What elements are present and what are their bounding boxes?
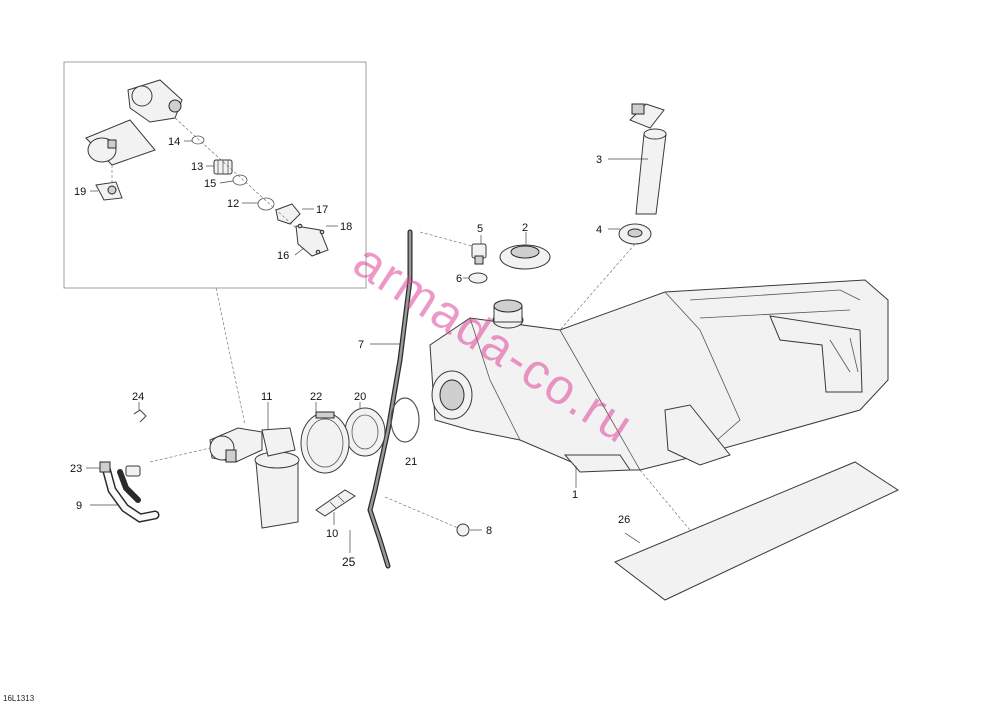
callout-13: 13 [191,161,203,173]
callout-25: 25 [342,555,356,569]
callout-24: 24 [132,391,144,403]
callout-19: 19 [74,186,86,198]
callout-10: 10 [326,528,338,540]
fuel-level-sender [608,103,667,215]
clamp-ring [300,402,350,474]
callout-8: 8 [486,525,492,537]
callout-26: 26 [618,514,630,526]
callout-16: 16 [277,250,289,262]
callout-18: 18 [340,221,352,233]
fuel-filter [315,489,356,525]
valve-seal [463,272,488,284]
callout-21: 21 [405,456,417,468]
fuel-pump-module [149,402,300,529]
callout-2: 2 [522,222,528,234]
callout-22: 22 [310,391,322,403]
callout-7: 7 [358,339,364,351]
breather-valve [419,231,487,265]
hose-clip [384,496,482,537]
sender-grommet [559,223,652,331]
callout-11: 11 [261,391,272,403]
callout-12: 12 [227,198,239,210]
small-clip [133,402,147,423]
callout-labels: 1 2 3 4 5 6 7 8 9 10 11 12 13 14 15 16 1… [70,136,630,569]
callout-20: 20 [354,391,366,403]
hose-connector [86,461,141,477]
callout-15: 15 [204,178,216,190]
tank-pad [614,461,900,601]
callout-4: 4 [596,224,602,236]
callout-5: 5 [477,223,483,235]
callout-3: 3 [596,154,602,166]
pump-lock-ring [344,402,386,457]
callout-9: 9 [76,500,82,512]
callout-1: 1 [572,489,578,501]
fuel-tank [429,279,889,488]
fuel-cap [499,232,551,270]
diagram-code: 16L1313 [3,694,35,703]
pump-gasket [390,397,420,443]
callout-6: 6 [456,273,462,285]
callout-17: 17 [316,204,328,216]
vent-hose [367,229,413,569]
fuel-hose [90,463,160,523]
callout-14: 14 [168,136,180,148]
pump-detail-inset [63,61,367,426]
callout-23: 23 [70,463,82,475]
